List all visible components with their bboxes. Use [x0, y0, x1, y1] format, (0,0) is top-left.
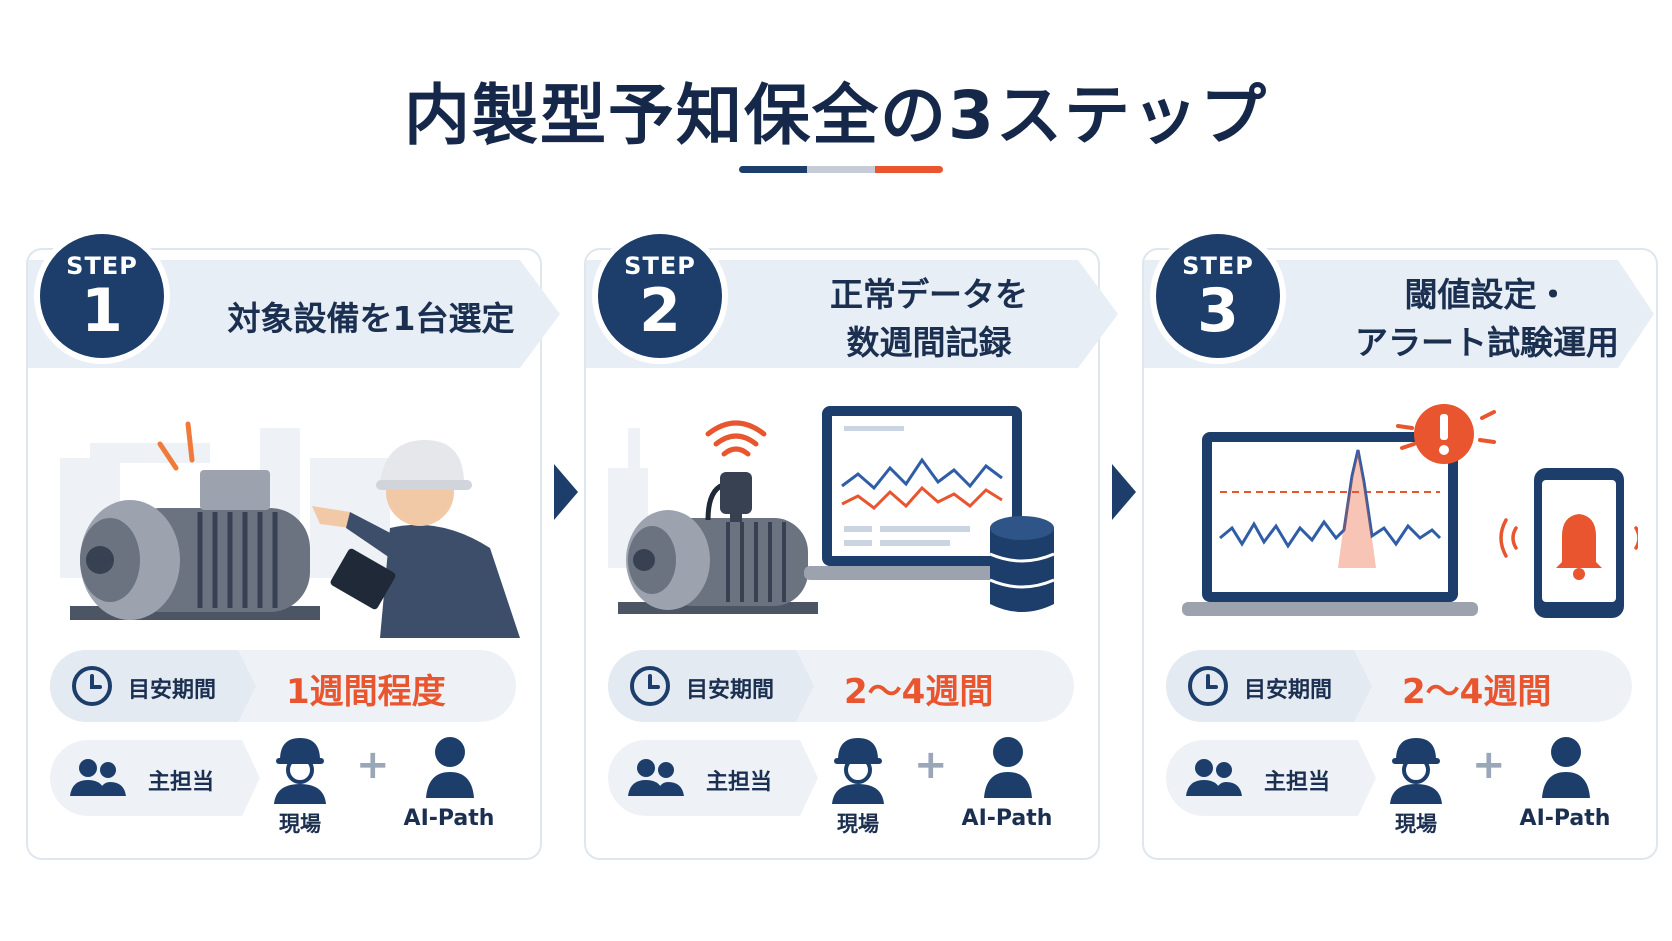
owner-field-label: 現場: [837, 812, 879, 836]
plus-icon: +: [914, 742, 948, 788]
period-row: 目安期間 2〜4週間: [608, 650, 1074, 722]
step-title: 正常データを 数週間記録: [830, 275, 1028, 362]
people-icon: [70, 759, 126, 796]
tablet-icon: [330, 548, 396, 610]
motor-icon: [70, 421, 320, 620]
owner-row: 主担当: [608, 740, 818, 816]
clock-icon: [630, 666, 670, 706]
clock-icon: [1188, 666, 1228, 706]
title-underline: [739, 166, 943, 173]
period-label: 目安期間: [1244, 678, 1333, 703]
worker-icon: [832, 738, 884, 804]
owner-row: 主担当: [1166, 740, 1376, 816]
period-row: 目安期間 2〜4週間: [1166, 650, 1632, 722]
step-arrow-icon: [554, 464, 578, 520]
smartphone-bell-icon: [1499, 468, 1638, 618]
owner-field-label: 現場: [1395, 812, 1437, 836]
step-illustration: [608, 406, 1055, 614]
warning-icon: [1396, 404, 1496, 464]
period-value: 2〜4週間: [1402, 672, 1552, 712]
owner-field-label: 現場: [279, 812, 321, 836]
people-icon: [628, 759, 684, 796]
wireless-sensor-icon: [705, 420, 767, 522]
owner-aipath-label: AI-Path: [1519, 806, 1611, 831]
period-label: 目安期間: [686, 678, 775, 703]
owner-aipath-label: AI-Path: [961, 806, 1053, 831]
step-label: STEP: [66, 252, 138, 280]
step-label: STEP: [624, 252, 696, 280]
motor-icon: [618, 510, 818, 614]
engineer-icon: [312, 440, 520, 638]
step-number: 3: [1197, 276, 1239, 346]
step-card-1: STEP 1 対象設備を1台選定: [26, 228, 560, 860]
owner-aipath-label: AI-Path: [403, 806, 495, 831]
step-card-2: STEP 2 正常データを 数週間記録: [584, 228, 1118, 860]
clock-icon: [72, 666, 112, 706]
step-card-3: STEP 3 閾値設定・ アラート試験運用: [1142, 228, 1658, 860]
people-icon: [1186, 759, 1242, 796]
step-illustration: [1182, 404, 1638, 618]
laptop-chart-icon: [804, 406, 1040, 580]
person-icon: [426, 737, 474, 798]
step-arrow-icon: [1112, 464, 1136, 520]
step-badge: STEP 1: [34, 228, 170, 364]
database-icon: [989, 516, 1055, 612]
step-title: 閾値設定・ アラート試験運用: [1355, 275, 1619, 362]
plus-icon: +: [1472, 742, 1506, 788]
step-label: STEP: [1182, 252, 1254, 280]
page-title: 内製型予知保全の3ステップ: [404, 77, 1268, 154]
step-number: 2: [639, 276, 681, 346]
step-badge: STEP 3: [1150, 228, 1286, 364]
step-title: 対象設備を1台選定: [227, 299, 515, 338]
period-row: 目安期間 1週間程度: [50, 650, 516, 722]
person-icon: [984, 737, 1032, 798]
worker-icon: [1390, 738, 1442, 804]
owner-label: 主担当: [148, 770, 215, 795]
step-illustration: [60, 421, 520, 638]
worker-icon: [274, 738, 326, 804]
step-badge: STEP 2: [592, 228, 728, 364]
plus-icon: +: [356, 742, 390, 788]
period-value: 1週間程度: [286, 672, 446, 712]
owner-label: 主担当: [1264, 770, 1331, 795]
period-label: 目安期間: [128, 678, 217, 703]
period-value: 2〜4週間: [844, 672, 994, 712]
laptop-threshold-chart-icon: [1182, 432, 1478, 616]
owner-label: 主担当: [706, 770, 773, 795]
owner-row: 主担当: [50, 740, 260, 816]
person-icon: [1542, 737, 1590, 798]
step-number: 1: [81, 276, 123, 346]
